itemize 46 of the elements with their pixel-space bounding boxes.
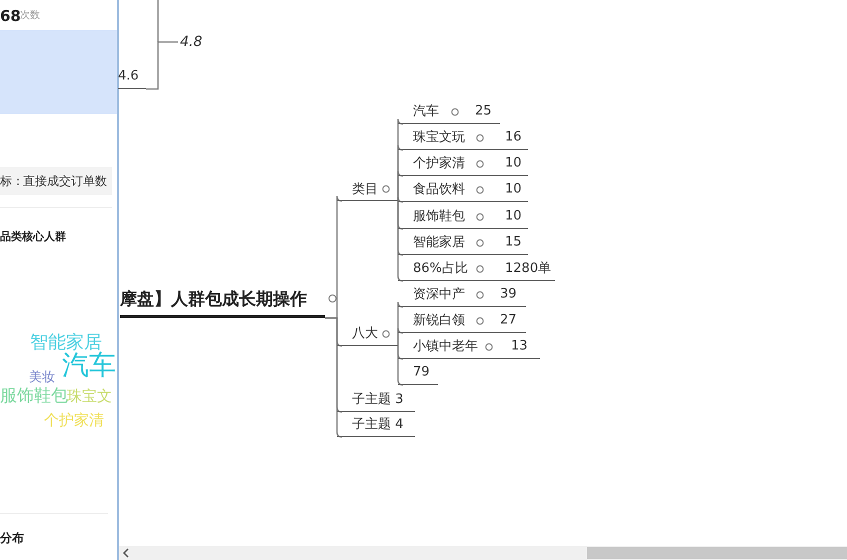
- topic-label: 4.8: [180, 34, 202, 50]
- topic-label: 智能家居: [413, 234, 465, 251]
- topic-label: 小镇中老年: [413, 338, 478, 355]
- label-text: 68: [0, 9, 21, 24]
- label-text: 标：: [0, 175, 24, 187]
- branch-connector: [325, 317, 342, 438]
- section-heading: 品类核心人群: [0, 231, 66, 242]
- topic-label: 79: [413, 364, 430, 380]
- word-cloud-word: 智能家居: [30, 334, 102, 352]
- label-text: 直接成交订单数: [23, 175, 107, 187]
- topic-label: 4.6: [118, 68, 139, 84]
- topic-value: 10: [505, 156, 522, 170]
- topic-value: 27: [500, 312, 517, 328]
- topic-label: 食品饮料: [413, 181, 465, 198]
- word-cloud-word: 珠宝文: [67, 389, 112, 404]
- branch-connector: [397, 200, 404, 282]
- topic-value: 39: [500, 286, 517, 302]
- branch-connector: [397, 196, 404, 203]
- topic-label: 服饰鞋包: [413, 208, 465, 225]
- topic-value: 15: [505, 234, 522, 250]
- topic-label: 新锐白领: [413, 312, 465, 329]
- topic-value: 10: [505, 182, 522, 196]
- topic-value: 25: [475, 104, 492, 118]
- label-text: 次数: [20, 11, 40, 21]
- topic-value: 10: [505, 208, 522, 224]
- topic-value: 16: [505, 130, 522, 144]
- word-cloud-word: 美妆: [29, 371, 55, 384]
- topic-label: 子主题 4: [352, 416, 404, 433]
- word-cloud-word: 汽车: [62, 352, 116, 379]
- topic-label: 八大: [352, 325, 378, 342]
- branch-connector: [146, 41, 178, 90]
- topic-label: 资深中产: [413, 286, 465, 303]
- topic-label: 类目: [352, 180, 378, 198]
- topic-label: 个护家清: [413, 155, 465, 172]
- topic-value: 13: [511, 338, 528, 354]
- branch-connector: [397, 345, 404, 386]
- word-cloud-word: 服饰鞋包: [0, 388, 68, 405]
- topic-label: 汽车: [413, 103, 439, 120]
- branch-connector: [397, 327, 404, 347]
- word-cloud-word: 个护家清: [44, 413, 104, 428]
- topic-label: 子主题 3: [352, 391, 404, 408]
- topic-value: 1280单: [505, 260, 552, 277]
- topic-label: 珠宝文玩: [413, 129, 465, 146]
- section-heading: 分布: [0, 532, 24, 544]
- topic-label: 86%占比: [413, 260, 468, 277]
- topic-label: 摩盘】人群包成长期操作: [120, 288, 307, 310]
